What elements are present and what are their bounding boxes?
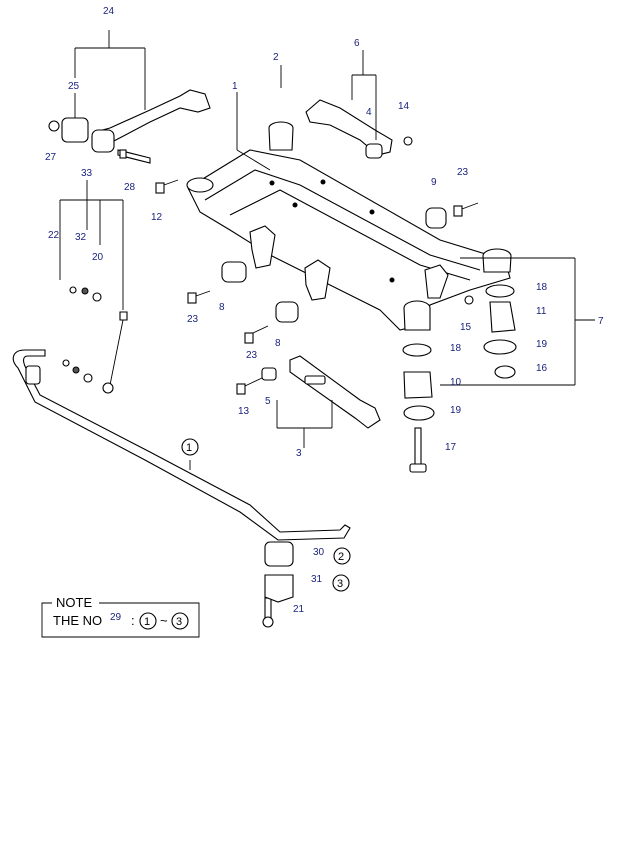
callout-12: 12: [151, 212, 163, 223]
circled-ref-2: 2: [333, 547, 351, 565]
callout-9: 9: [431, 177, 437, 188]
callout-10: 10: [450, 377, 462, 388]
trailing-arm: [48, 89, 211, 164]
svg-text:1: 1: [144, 616, 150, 628]
callouts: 24 25 27 28 33 22 32 20 2 1 6 4 14 9 23 …: [45, 6, 604, 623]
note-title: NOTE: [56, 595, 92, 610]
callout-28: 28: [124, 182, 136, 193]
callout-16: 16: [536, 363, 548, 374]
callout-23-right: 23: [457, 167, 469, 178]
callout-15: 15: [460, 322, 472, 333]
mount-stack: [402, 284, 517, 473]
callout-33: 33: [81, 168, 93, 179]
callout-6: 6: [354, 38, 360, 49]
bolts: [119, 149, 479, 628]
callout-23-mid: 23: [246, 350, 258, 361]
note-box: NOTE THE NO : 1 ~ 3: [41, 595, 200, 638]
callout-4: 4: [366, 107, 372, 118]
callout-8-lower: 8: [275, 338, 281, 349]
callout-30: 30: [313, 547, 325, 558]
callout-13: 13: [238, 406, 250, 417]
lower-arm: [261, 355, 381, 429]
callout-32: 32: [75, 232, 87, 243]
note-range-separator: ~: [160, 613, 168, 628]
note-colon: :: [131, 613, 135, 628]
callout-31: 31: [311, 574, 323, 585]
callout-22: 22: [48, 230, 60, 241]
upper-arm: [305, 99, 413, 159]
crossmember: [186, 121, 512, 331]
callout-5: 5: [265, 396, 271, 407]
callout-20: 20: [92, 252, 104, 263]
stabilizer-link: [62, 286, 128, 394]
note-range-from: 1: [139, 612, 157, 630]
note-range-to: 3: [171, 612, 189, 630]
callout-2: 2: [273, 52, 279, 63]
callout-19-lower: 19: [450, 405, 462, 416]
callout-24: 24: [103, 6, 115, 17]
svg-text:1: 1: [186, 442, 192, 454]
callout-21: 21: [293, 604, 305, 615]
callout-29: 29: [110, 612, 122, 623]
svg-text:3: 3: [337, 578, 343, 590]
callout-19-upper: 19: [536, 339, 548, 350]
callout-18-lower: 18: [450, 343, 462, 354]
callout-11: 11: [536, 306, 547, 317]
callout-3: 3: [296, 448, 302, 459]
callout-7: 7: [598, 316, 604, 327]
svg-text:3: 3: [176, 616, 182, 628]
bar-bushing-and-bracket: [264, 541, 294, 603]
callout-17: 17: [445, 442, 457, 453]
callout-8-upper: 8: [219, 302, 225, 313]
callout-27: 27: [45, 152, 57, 163]
bushings: [221, 207, 447, 323]
circled-ref-1: 1: [181, 438, 199, 456]
note-line-prefix: THE NO: [53, 613, 102, 628]
leader-lines: [59, 30, 595, 470]
stabilizer-bar: [12, 349, 351, 541]
callout-23-left: 23: [187, 314, 199, 325]
callout-18-upper: 18: [536, 282, 548, 293]
svg-text:2: 2: [338, 551, 344, 563]
callout-25: 25: [68, 81, 80, 92]
callout-1: 1: [232, 81, 238, 92]
circled-ref-3: 3: [332, 574, 350, 592]
callout-14: 14: [398, 101, 410, 112]
